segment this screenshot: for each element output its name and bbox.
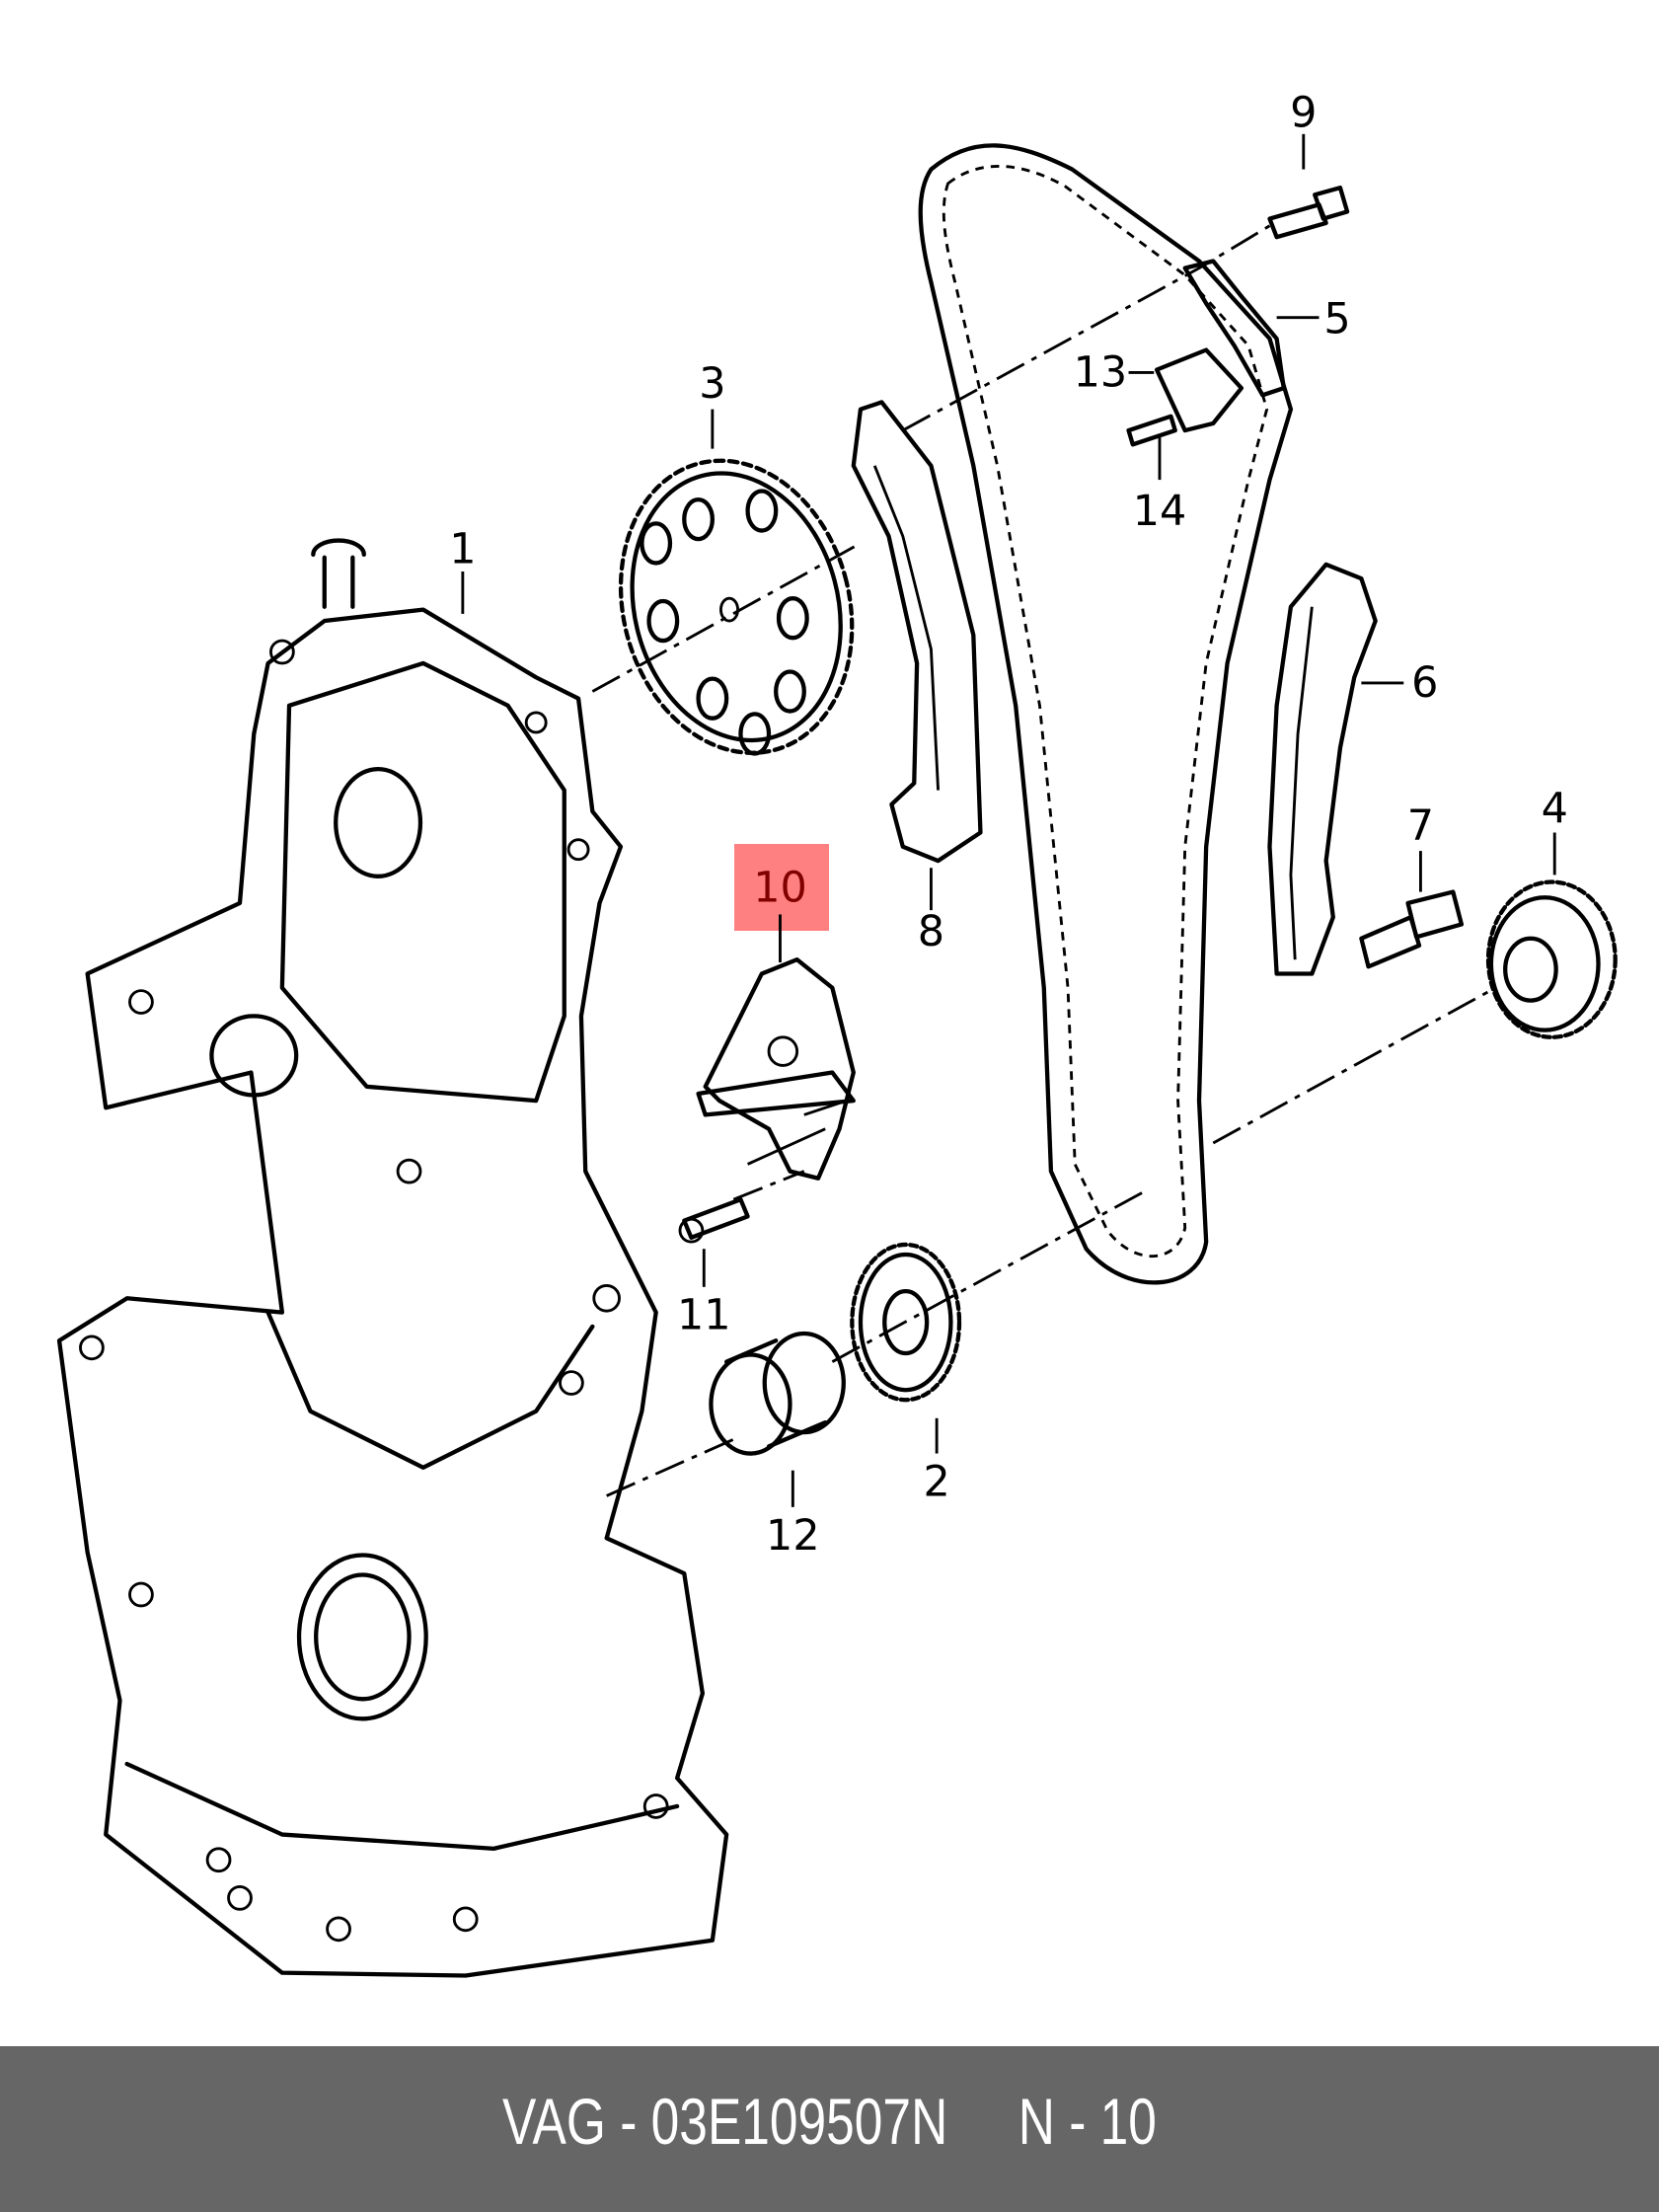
oil-pump-sprocket [1485, 879, 1618, 1039]
part-number-label: VAG - 03E109507N N - 10 [502, 2085, 1157, 2158]
callout-4: 4 [1542, 784, 1568, 833]
timing-chain-exploded-diagram: 9 5 13 14 3 1 6 7 4 8 10 11 2 12 [56, 89, 1618, 1978]
tensioner-rail [1267, 562, 1378, 976]
callout-9: 9 [1290, 89, 1317, 138]
callout-12: 12 [766, 1511, 820, 1561]
crankshaft-sprocket [850, 1242, 962, 1403]
callout-8: 8 [918, 907, 944, 956]
tensioner-bolt [678, 1197, 750, 1244]
callout-11: 11 [677, 1291, 731, 1340]
callout-leaders [461, 133, 1556, 1507]
guide-pin [1359, 889, 1465, 969]
chain-guide-small [1154, 347, 1244, 433]
part-number-footer: VAG - 03E109507N N - 10 [0, 2046, 1659, 2212]
highlighted-part-marker [734, 844, 829, 931]
callout-10: 10 [753, 864, 807, 913]
callout-1: 1 [449, 524, 476, 573]
camshaft-sprocket [618, 458, 855, 756]
callout-13: 13 [1074, 348, 1128, 398]
callout-7: 7 [1407, 801, 1434, 851]
callout-5: 5 [1323, 294, 1350, 343]
callout-3: 3 [699, 359, 725, 409]
chain-tensioner [696, 957, 856, 1181]
guide-bolt [1267, 185, 1350, 240]
crankshaft-spacer [709, 1331, 846, 1456]
callout-2: 2 [923, 1457, 949, 1506]
callout-6: 6 [1411, 658, 1438, 708]
timing-chain [918, 143, 1294, 1285]
timing-cover [56, 538, 729, 1978]
guide-bolt-small [1126, 414, 1177, 447]
chain-guide-rail [851, 400, 983, 864]
callout-14: 14 [1133, 487, 1187, 536]
